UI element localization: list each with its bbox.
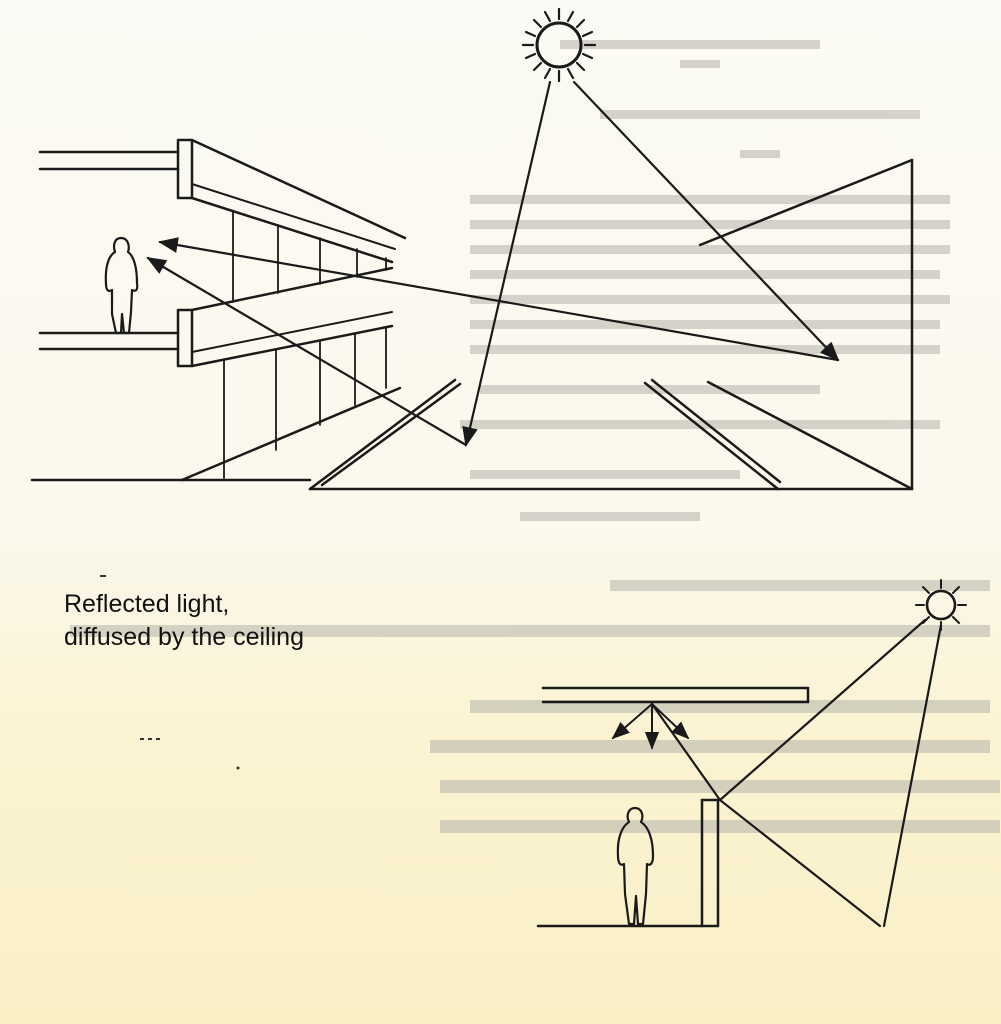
sun-icon xyxy=(521,7,597,83)
light-rays xyxy=(146,80,840,447)
person-lower-icon xyxy=(616,806,655,926)
light-rays xyxy=(611,618,943,928)
lower-window-mullions xyxy=(223,327,387,479)
caption-line-1: Reflected light, xyxy=(64,590,230,618)
scan-specks xyxy=(100,575,240,770)
person-upper-icon xyxy=(104,236,139,335)
caption-line-2: diffused by the ceiling xyxy=(64,623,304,651)
ground-reflector xyxy=(308,378,782,491)
opposite-wall xyxy=(698,158,914,491)
upper-window-mullions xyxy=(232,211,387,303)
figure-caption: Reflected light, diffused by the ceiling xyxy=(64,588,484,654)
wall-and-floor xyxy=(536,798,720,928)
ground-lines xyxy=(30,386,402,482)
top-diagram xyxy=(30,7,914,491)
upper-floor-slab xyxy=(38,138,407,264)
ceiling-overhang xyxy=(541,686,810,704)
bleed-through-text xyxy=(70,40,1000,833)
lower-floor-slab xyxy=(38,266,394,368)
bottom-diagram xyxy=(100,575,967,928)
